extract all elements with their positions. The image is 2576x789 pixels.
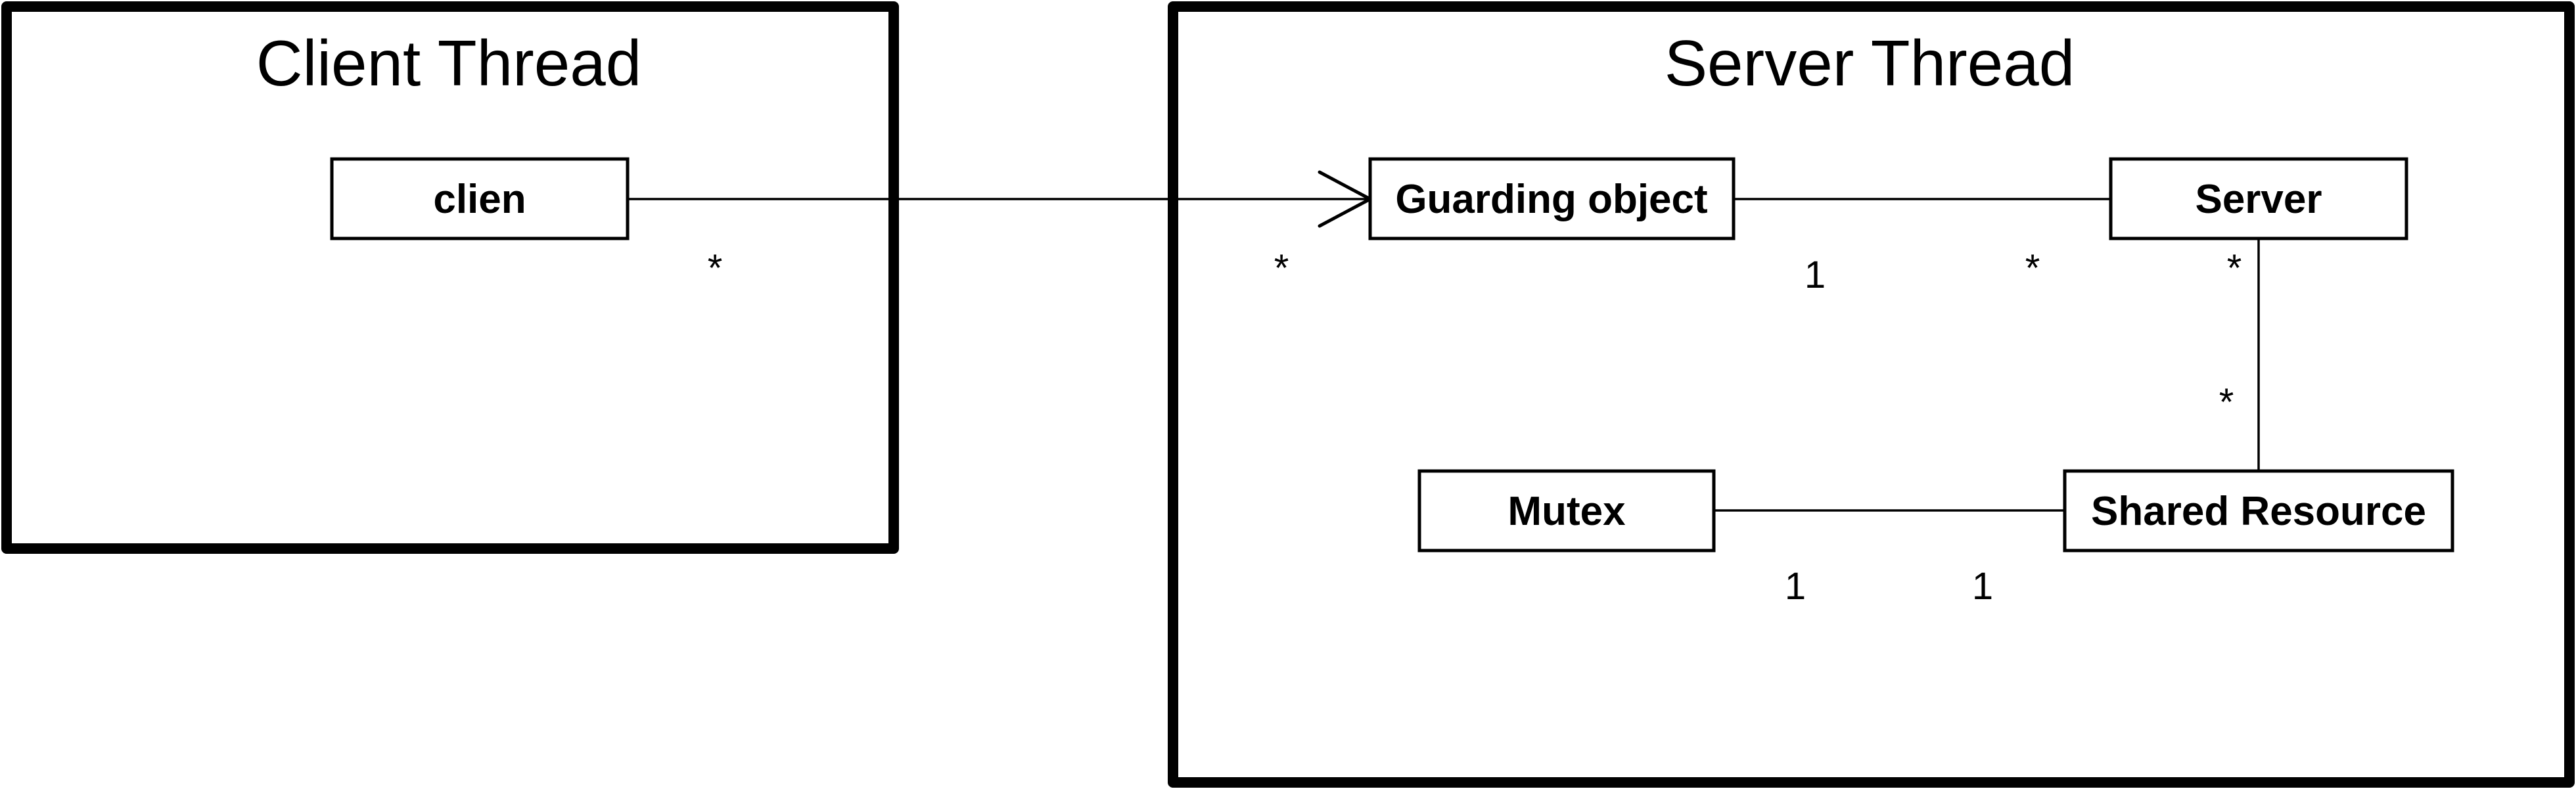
class-server[interactable]: Server — [2109, 157, 2408, 240]
server-thread-title: Server Thread — [1665, 27, 2075, 99]
class-mutex[interactable]: Mutex — [1417, 469, 1716, 552]
client-thread-frame: Client Thread — [1, 1, 899, 554]
class-server-label: Server — [2195, 177, 2322, 222]
server-thread-frame: Server Thread — [1168, 1, 2575, 788]
multiplicity-mutex-end: 1 — [1785, 565, 1806, 608]
multiplicity-server-end-shared-link: * — [2227, 247, 2242, 290]
multiplicity-guarding-end-server-link: 1 — [1805, 254, 1826, 296]
client-thread-title: Client Thread — [256, 27, 642, 99]
multiplicity-shared-end-mutex-link: 1 — [1972, 565, 1993, 608]
class-client-label: clien — [433, 177, 526, 222]
multiplicity-shared-end-server-link: * — [2219, 381, 2234, 424]
multiplicity-client-end: * — [708, 247, 723, 290]
class-guarding-object[interactable]: Guarding object — [1368, 157, 1736, 240]
class-guarding-object-label: Guarding object — [1395, 177, 1707, 222]
class-shared-resource[interactable]: Shared Resource — [2063, 469, 2454, 552]
class-mutex-label: Mutex — [1507, 489, 1626, 534]
class-shared-resource-label: Shared Resource — [2091, 489, 2426, 534]
multiplicity-server-end-guarding-link: * — [2025, 247, 2040, 290]
multiplicity-guarding-end-client-link: * — [1274, 247, 1289, 290]
class-client[interactable]: clien — [330, 157, 630, 240]
